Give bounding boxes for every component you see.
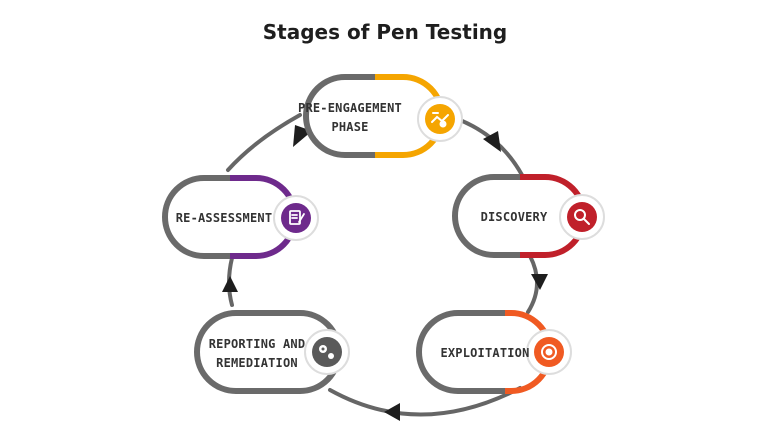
handshake-icon xyxy=(431,112,449,128)
stage-pill-outline xyxy=(303,74,375,158)
connector-preengagement-to-discovery xyxy=(453,116,524,177)
stage-discovery: DISCOVERY xyxy=(452,174,605,258)
stage-pill-outline xyxy=(162,175,230,259)
connector-discovery-to-exploitation xyxy=(526,254,539,314)
arrow-to-reassessment xyxy=(222,276,238,292)
stage-pill-outline xyxy=(194,310,290,394)
stage-reporting-remediation: REPORTING AND REMEDIATION xyxy=(194,310,350,394)
stage-label-line2: PHASE xyxy=(331,120,368,134)
stage-pre-engagement: PRE-ENGAGEMENT PHASE xyxy=(298,74,463,158)
stage-label-line1: REPORTING AND xyxy=(209,337,306,351)
stage-pill-outline xyxy=(452,174,520,258)
arrow-to-exploitation xyxy=(531,274,548,290)
connector-reassessment-to-preengagement xyxy=(226,113,302,172)
connector-exploitation-to-reporting xyxy=(328,386,522,417)
stage-pill-outline xyxy=(416,310,505,394)
arrow-to-reporting xyxy=(384,403,400,421)
stage-label-line1: RE-ASSESSMENT xyxy=(176,211,273,225)
gears-icon xyxy=(319,345,334,359)
magnifier-icon xyxy=(574,209,590,225)
stage-label-line1: EXPLOITATION xyxy=(440,346,529,360)
diagram-title: Stages of Pen Testing xyxy=(262,20,508,44)
stage-icon-badge xyxy=(567,202,597,232)
stage-label-line1: PRE-ENGAGEMENT xyxy=(298,101,402,115)
stage-re-assessment: RE-ASSESSMENT xyxy=(162,175,319,259)
stage-exploitation: EXPLOITATION xyxy=(416,310,572,394)
stage-icon-badge xyxy=(312,337,342,367)
arrow-to-discovery xyxy=(483,131,501,152)
document-edit-icon xyxy=(289,210,305,225)
stage-label-line1: DISCOVERY xyxy=(481,210,548,224)
stage-label-line2: REMEDIATION xyxy=(216,356,298,370)
target-icon xyxy=(541,344,557,360)
